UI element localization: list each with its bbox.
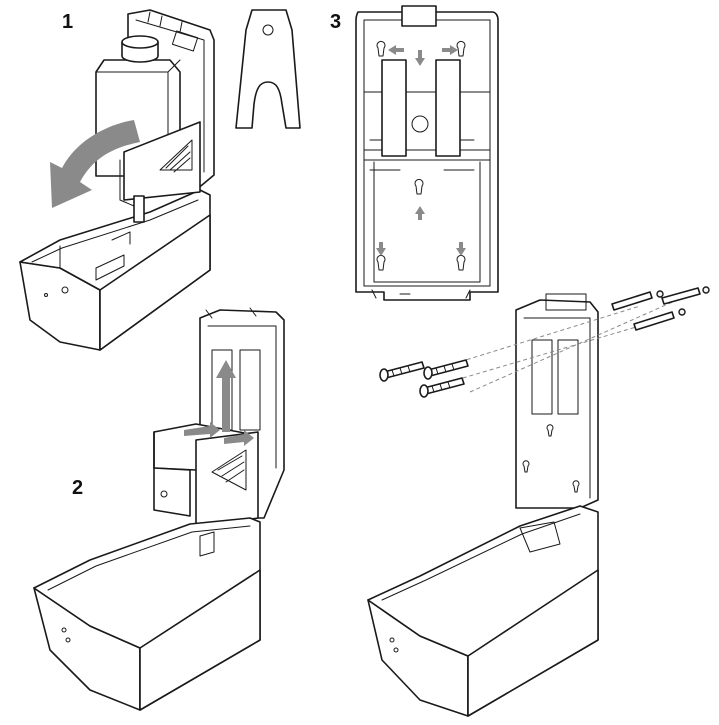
right-arrow-icon — [184, 422, 220, 438]
down-arrow-icon — [415, 50, 425, 66]
step-1-number: 1 — [62, 11, 74, 33]
screw-icon — [423, 359, 469, 380]
step-4-dispenser-icon — [367, 286, 710, 717]
step-1-dispenser-icon — [19, 9, 215, 351]
down-arrow-icon — [456, 242, 466, 256]
wall-mount-key-icon — [235, 9, 301, 129]
up-arrow-icon — [216, 360, 236, 432]
screw-icon — [379, 361, 425, 382]
step-2-number: 2 — [72, 477, 84, 499]
right-arrow-icon — [442, 45, 458, 55]
left-arrow-icon — [388, 45, 404, 55]
backplate-icon — [355, 5, 499, 301]
screw-icon — [419, 377, 465, 398]
wall-plug-icon — [633, 308, 686, 331]
wall-plug-icon — [661, 286, 710, 305]
right-arrow-icon — [224, 430, 254, 446]
rotate-arrow-icon — [50, 120, 140, 208]
step-3-number: 3 — [330, 11, 342, 33]
up-arrow-icon — [415, 206, 425, 220]
down-arrow-icon — [376, 242, 386, 256]
step-2-dispenser-icon — [33, 307, 285, 711]
wall-plug-icon — [611, 290, 664, 311]
